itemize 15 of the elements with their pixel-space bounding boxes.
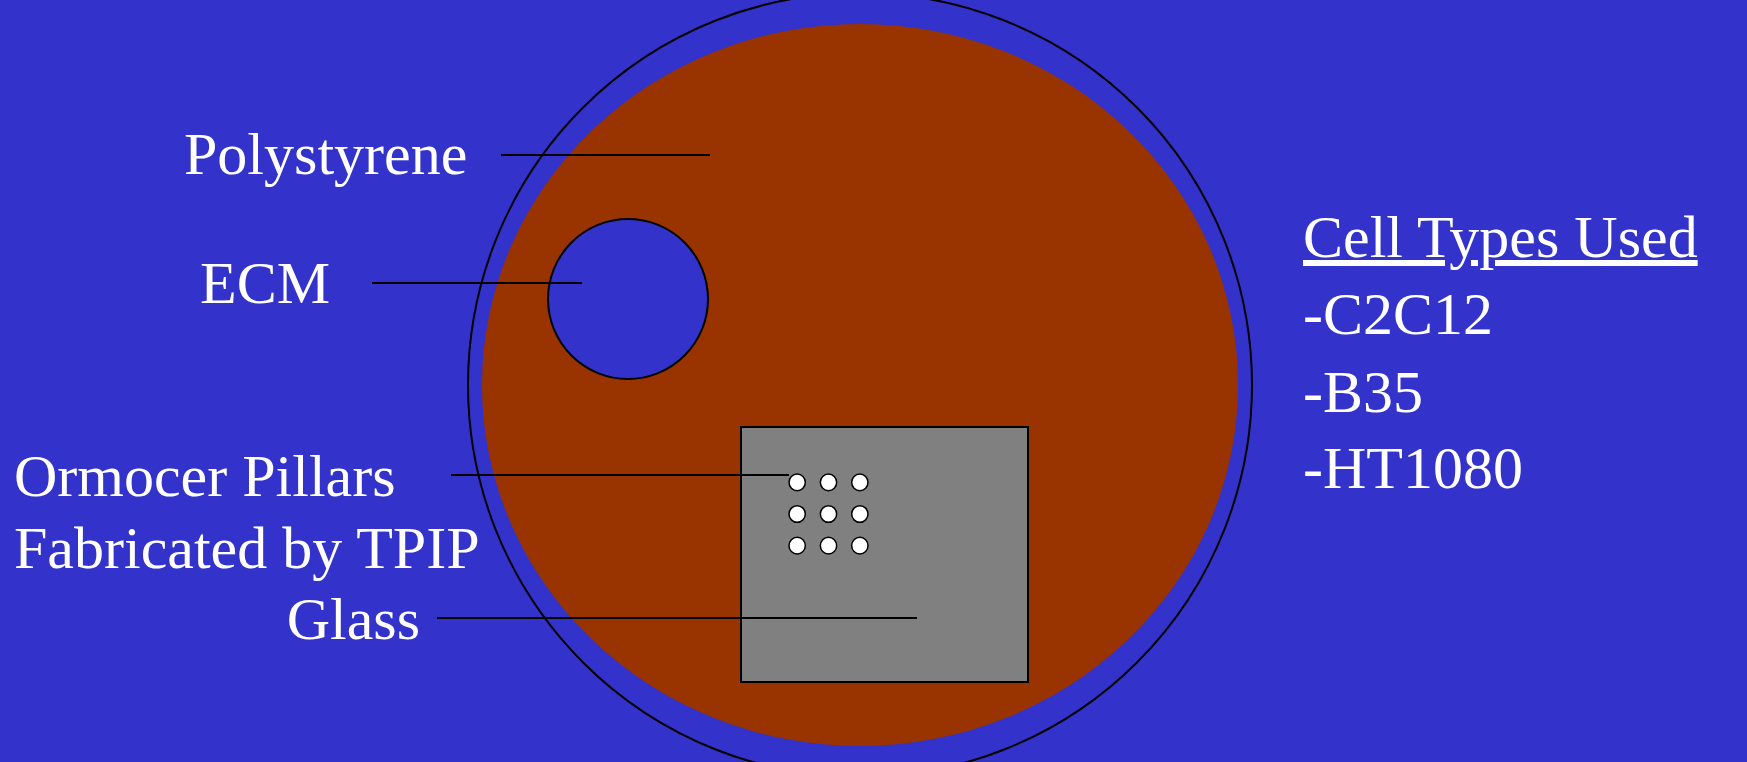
list-item: -B35 xyxy=(1303,358,1423,427)
leader-line xyxy=(436,617,918,619)
part-label: Glass xyxy=(220,583,420,655)
leader-line xyxy=(500,154,711,156)
leader-line xyxy=(450,474,790,476)
part-label: ECM xyxy=(200,247,350,319)
glass-square xyxy=(740,426,1029,683)
list-item: -HT1080 xyxy=(1303,434,1523,503)
ecm-circle xyxy=(547,218,709,380)
list-item: -C2C12 xyxy=(1303,280,1494,349)
part-label: Polystyrene xyxy=(184,118,504,190)
pillar-array xyxy=(788,473,869,555)
leader-line xyxy=(371,282,583,284)
part-label: Ormocer Pillars Fabricated by TPIP xyxy=(14,440,534,584)
list-heading: Cell Types Used xyxy=(1303,203,1698,272)
